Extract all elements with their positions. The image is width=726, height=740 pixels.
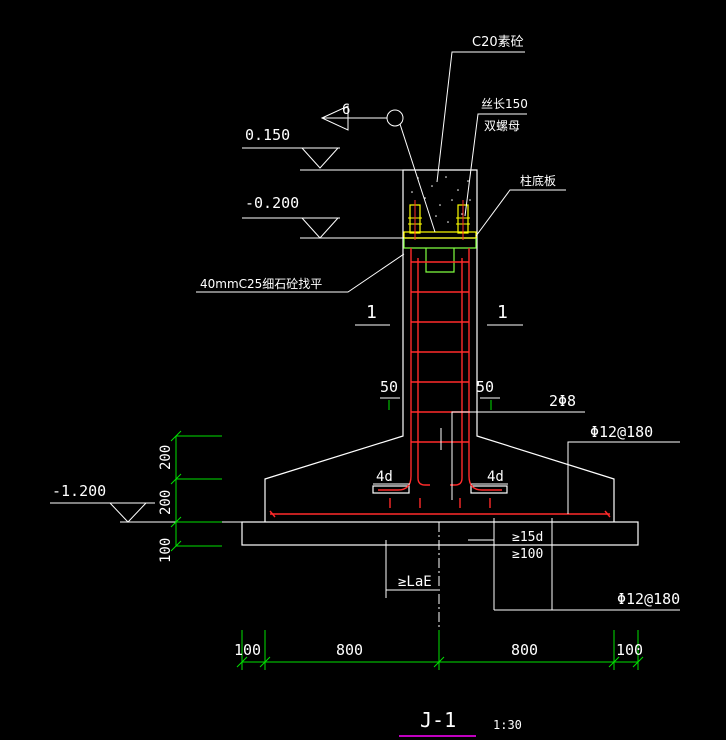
stirrup-label: 2Φ8	[549, 392, 576, 410]
concrete-hatch	[411, 176, 471, 225]
section-right-label: 1	[497, 302, 508, 323]
elevation-mid: -0.200	[245, 194, 299, 212]
dim-w1: 100	[234, 641, 261, 659]
dim-w4: 100	[616, 641, 643, 659]
dim-h1: 200	[158, 445, 174, 470]
base-plate-label: 柱底板	[520, 173, 556, 188]
lap-15d-label: ≥15d	[512, 530, 543, 545]
longitudinal-bar-right	[468, 248, 502, 491]
foundation-outline	[241, 169, 639, 546]
dim-h3: 100	[158, 538, 174, 563]
footing-outline	[264, 169, 615, 522]
concrete-infill-label: C20素砼	[472, 35, 524, 50]
section-left-label: 1	[366, 302, 377, 323]
lap-100-label: ≥100	[512, 547, 543, 562]
dimensions	[170, 400, 644, 670]
cover-left-label: 50	[380, 378, 398, 396]
wire-length-label: 丝长150	[481, 97, 528, 111]
grout-label: 40mmC25细石砼找平	[200, 277, 322, 291]
double-nut-label: 双螺母	[484, 119, 520, 133]
base-plate-assembly	[403, 200, 477, 273]
longitudinal-bar-left	[378, 248, 412, 491]
dim-w3: 800	[511, 641, 538, 659]
rebar	[269, 248, 611, 518]
anchor-label: ≥LaE	[398, 574, 432, 590]
elevation-bottom: -1.200	[52, 482, 106, 500]
rebar-bottom-label: Φ12@180	[617, 590, 680, 608]
hook-left-label: 4d	[376, 469, 393, 485]
dim-w2: 800	[336, 641, 363, 659]
leaders	[50, 51, 680, 635]
section-ref-label: 6	[342, 102, 350, 118]
blinding-slab	[241, 521, 639, 546]
hook-plate-left	[372, 485, 410, 494]
drawing-scale: 1:30	[493, 718, 522, 732]
cover-right-label: 50	[476, 378, 494, 396]
elevation-top: 0.150	[245, 126, 290, 144]
rebar-top-label: Φ12@180	[590, 423, 653, 441]
hook-right-label: 4d	[487, 469, 504, 485]
hook-plate-right	[470, 485, 508, 494]
dim-h2: 200	[158, 490, 174, 515]
drawing-title: J-1	[420, 708, 456, 732]
